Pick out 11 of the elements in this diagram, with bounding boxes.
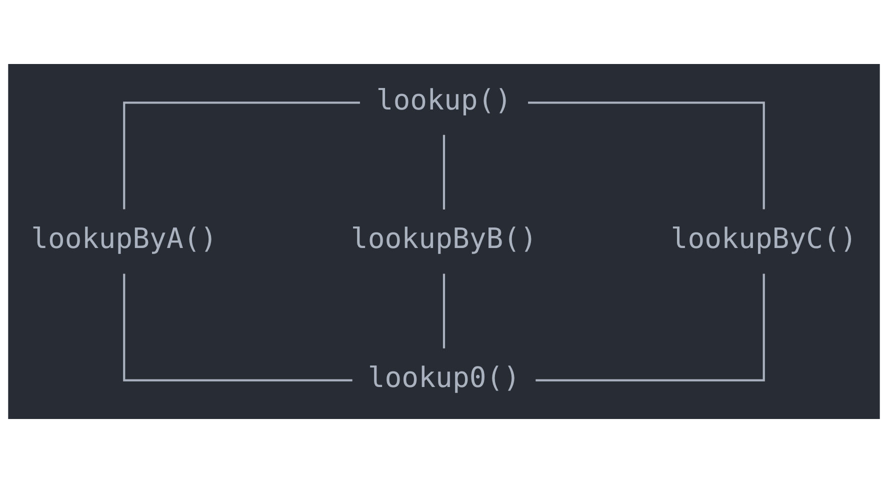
node-text: lookup() <box>376 82 512 116</box>
connector <box>442 134 446 209</box>
node-text: lookupByC() <box>670 222 857 255</box>
connector <box>123 101 360 209</box>
connector <box>123 273 352 381</box>
node-text: lookupByB() <box>350 222 538 255</box>
connector <box>442 273 446 348</box>
node-text: lookupByA() <box>31 222 218 255</box>
connector <box>536 273 765 381</box>
connector <box>528 101 765 209</box>
node-text: lookup0() <box>368 360 520 394</box>
